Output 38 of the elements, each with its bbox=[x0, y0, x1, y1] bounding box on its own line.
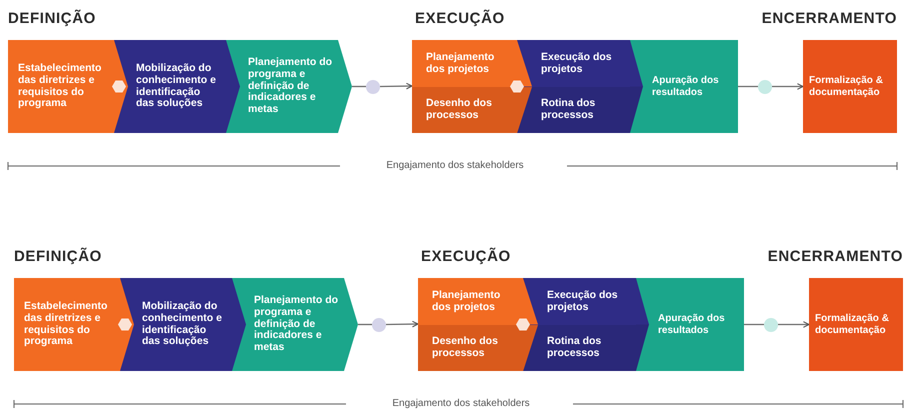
step-text: Mobilização do conhecimento e identificação das soluções bbox=[136, 63, 217, 110]
process-step bbox=[630, 40, 738, 133]
timeline-label: Engajamento dos stakeholders bbox=[386, 160, 524, 171]
connector-dot bbox=[764, 318, 778, 332]
step-text: Planejamento dos projetos bbox=[432, 290, 502, 314]
phase-heading: ENCERRAMENTO bbox=[768, 248, 903, 265]
arrow bbox=[386, 320, 419, 328]
arrow bbox=[380, 82, 413, 90]
step-text: Planejamento do programa e definição de indicadores e metas bbox=[254, 295, 340, 354]
step-text: Desenho dos processos bbox=[426, 98, 493, 122]
process-box bbox=[803, 40, 897, 133]
arrow bbox=[778, 321, 810, 328]
timeline-label: Engajamento dos stakeholders bbox=[392, 398, 530, 409]
phase-heading: DEFINIÇÃO bbox=[14, 248, 102, 265]
process-box bbox=[809, 278, 903, 371]
phase-heading: ENCERRAMENTO bbox=[762, 10, 897, 27]
step-text: Rotina dos processos bbox=[541, 98, 596, 122]
step-text: Formalização & documentação bbox=[815, 313, 890, 336]
phase-heading: EXECUÇÃO bbox=[421, 248, 511, 265]
connector-dot bbox=[372, 318, 386, 332]
phase-heading: EXECUÇÃO bbox=[415, 10, 505, 27]
step-text: Apuração dos resultados bbox=[658, 313, 726, 336]
connector-dot bbox=[758, 80, 772, 94]
step-text: Rotina dos processos bbox=[547, 336, 602, 360]
step-text: Planejamento dos projetos bbox=[426, 52, 496, 76]
step-text: Mobilização do conhecimento e identificação das soluções bbox=[142, 301, 223, 348]
step-text: Estabelecimento das diretrizes e requisitos do programa bbox=[24, 301, 108, 348]
step-text: Execução dos projetos bbox=[541, 52, 613, 76]
step-text: Apuração dos resultados bbox=[652, 75, 720, 98]
arrow bbox=[772, 83, 804, 90]
phase-heading: DEFINIÇÃO bbox=[8, 10, 96, 27]
process-step bbox=[636, 278, 744, 371]
step-text: Desenho dos processos bbox=[432, 336, 499, 360]
step-text: Formalização & documentação bbox=[809, 75, 884, 98]
step-text: Execução dos projetos bbox=[547, 290, 619, 314]
connector-dot bbox=[366, 80, 380, 94]
step-text: Estabelecimento das diretrizes e requisitos do programa bbox=[18, 63, 102, 110]
step-text: Planejamento do programa e definição de indicadores e metas bbox=[248, 57, 334, 116]
